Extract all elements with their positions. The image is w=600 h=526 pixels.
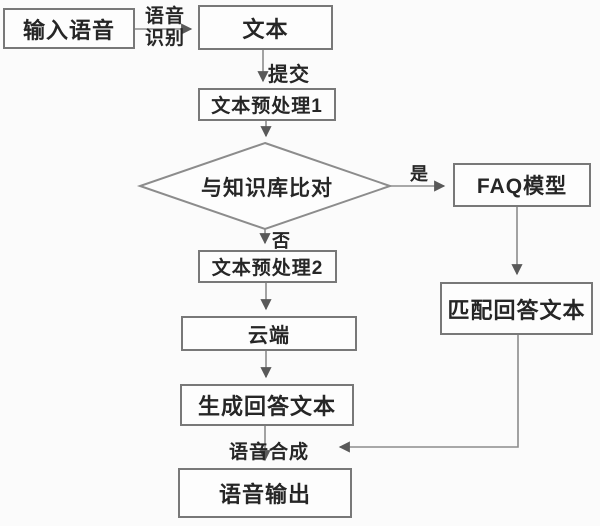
- edge-label-speech-recognition: 语音 识别: [141, 6, 189, 50]
- edge-label-speech-recognition-line1: 语音: [144, 6, 185, 27]
- edge-label-yes: 是: [410, 164, 429, 184]
- node-text-preprocess-2: 文本预处理2: [198, 250, 337, 283]
- edge-label-speech-recognition-line2: 识别: [144, 28, 185, 49]
- edge-label-speech-synthesis: 语音合成: [229, 442, 310, 463]
- node-match-answer-text: 匹配回答文本: [440, 282, 593, 335]
- node-faq-model: FAQ模型: [453, 163, 591, 207]
- edge-match-feedback-to-synthesis: [338, 335, 519, 453]
- edge-label-no: 否: [272, 231, 291, 251]
- edge-label-submit: 提交: [268, 64, 310, 86]
- node-text: 文本: [198, 5, 333, 50]
- node-generate-answer-text: 生成回答文本: [180, 384, 354, 426]
- node-input-speech: 输入语音: [3, 8, 135, 49]
- node-compare-knowledge-base: 与知识库比对: [201, 177, 333, 200]
- node-speech-output: 语音输出: [178, 468, 352, 518]
- node-cloud: 云端: [181, 316, 357, 351]
- node-text-preprocess-1: 文本预处理1: [198, 88, 336, 121]
